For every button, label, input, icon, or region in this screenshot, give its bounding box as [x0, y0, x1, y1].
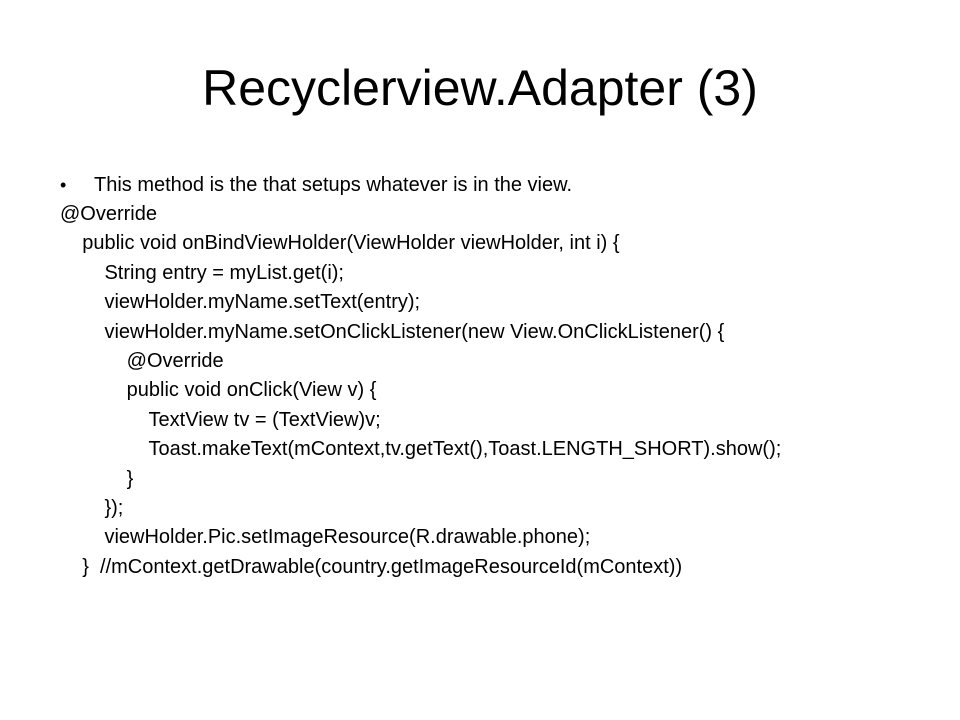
- code-line: @Override: [60, 349, 224, 372]
- slide-content: • This method is the that setups whateve…: [60, 170, 940, 582]
- code-line: }: [60, 467, 134, 490]
- bullet-item: • This method is the that setups whateve…: [60, 170, 940, 200]
- code-line: public void onBindViewHolder(ViewHolder …: [60, 232, 620, 255]
- slide-title: Recyclerview.Adapter (3): [202, 60, 758, 116]
- code-line: @Override: [60, 203, 157, 225]
- code-line: });: [60, 496, 124, 519]
- code-line: viewHolder.Pic.setImageResource(R.drawab…: [60, 526, 591, 549]
- code-line: String entry = myList.get(i);: [60, 261, 344, 284]
- code-line: } //mContext.getDrawable(country.getImag…: [60, 555, 683, 578]
- code-line: public void onClick(View v) {: [60, 379, 377, 402]
- bullet-dot-icon: •: [60, 175, 67, 195]
- code-line: viewHolder.myName.setText(entry);: [60, 291, 421, 314]
- code-line: Toast.makeText(mContext,tv.getText(),Toa…: [60, 438, 782, 461]
- code-block: @Override public void onBindViewHolder(V…: [60, 200, 940, 582]
- code-line: viewHolder.myName.setOnClickListener(new…: [60, 320, 725, 343]
- bullet-text: This method is the that setups whatever …: [94, 174, 573, 196]
- code-line: TextView tv = (TextView)v;: [60, 408, 381, 431]
